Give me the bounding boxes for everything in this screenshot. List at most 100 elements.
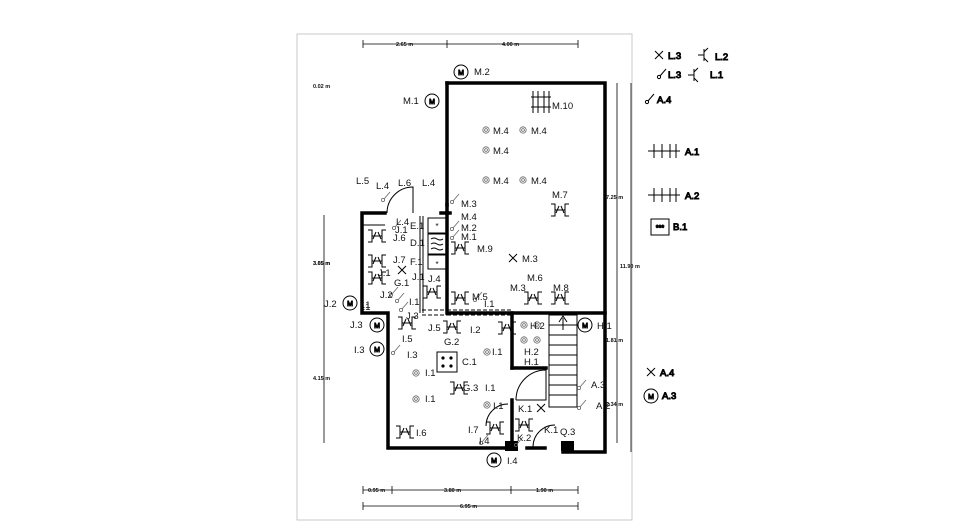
- fixture-label: I.1: [425, 368, 436, 379]
- fixture-label: I.1: [409, 297, 420, 308]
- fixture-label: J.6: [393, 233, 406, 244]
- svg-text:M: M: [429, 99, 435, 106]
- fixture-label: I.5: [402, 334, 413, 345]
- dim-left-lower: 4.15 m: [313, 376, 330, 382]
- fixture-label: J.2: [324, 299, 337, 310]
- fixture-label: I.1: [360, 302, 371, 313]
- svg-text:M: M: [491, 458, 497, 465]
- staircase: [548, 314, 578, 408]
- dim-left-upper-overlap: 3.05 m: [313, 261, 330, 267]
- fixture-label: J.5: [428, 323, 441, 334]
- fixture-label: H.2: [524, 347, 539, 358]
- dimension-lines: [323, 40, 632, 510]
- fixture-label: M.5: [472, 292, 488, 303]
- svg-text:***: ***: [656, 225, 664, 232]
- legend-l3-switch: L.3: [668, 70, 681, 81]
- fixture-label: I.7: [468, 425, 479, 436]
- legend-a2: A.2: [685, 191, 699, 202]
- dim-right-lower: 2.34 m: [606, 402, 623, 408]
- fixture-label: I.1: [360, 300, 371, 311]
- kitchen-appliances: * *: [427, 217, 458, 373]
- legend-l3-cross: L.3: [668, 51, 681, 62]
- fixture-label: K.1: [518, 404, 532, 415]
- legend-a3-motor: A.3: [662, 391, 676, 402]
- fixture-label: A.3: [591, 380, 605, 391]
- dimension-labels: 2.65 m 4.00 m 0.02 m 11.90 m 7.25 m 1.81…: [313, 42, 640, 510]
- fixture-label: J.1: [412, 272, 425, 283]
- dim-bottom-c: 1.90 m: [536, 488, 553, 494]
- fixture-label: I.1: [493, 401, 504, 412]
- fixture-label: M.10: [552, 101, 573, 112]
- fixture-label: M.4: [493, 146, 509, 157]
- fixture-label: M.3: [461, 199, 477, 210]
- fixture-label: M.4: [531, 176, 547, 187]
- dim-left-upper: 3.65 m: [313, 261, 330, 267]
- fixture-label: M.4: [531, 126, 547, 137]
- fixture-label: L.6: [398, 178, 411, 189]
- fixture-label: I.4: [479, 436, 490, 447]
- fixture-label: E.1: [410, 221, 424, 232]
- fixture-label: C.1: [462, 357, 477, 368]
- fixture-label: M.3: [510, 283, 526, 294]
- fixture-label: M.9: [477, 244, 493, 255]
- dim-corner: 0.02 m: [313, 84, 330, 90]
- fixture-label: M.6: [527, 273, 543, 284]
- fixture-label: L.5: [356, 176, 369, 187]
- legend-a4-switch: A.4: [657, 95, 671, 106]
- fixture-label: J.4: [428, 274, 441, 285]
- fixture-label: D.1: [410, 238, 425, 249]
- legend-a1: A.1: [685, 147, 699, 158]
- fixture-label: G.2: [444, 337, 459, 348]
- dim-right-mid: 1.81 m: [606, 338, 623, 344]
- fixture-label: A.2: [596, 401, 610, 412]
- fixture-label: I.2: [470, 325, 481, 336]
- svg-text:*: *: [435, 222, 438, 231]
- fixture-label: G.1: [394, 278, 409, 289]
- fixture-label: M.4: [461, 212, 477, 223]
- fixture-label: J.3: [406, 311, 419, 322]
- dim-right-total: 11.90 m: [620, 264, 640, 270]
- fixture-label: M.2: [461, 223, 477, 234]
- fixture-label: L.4: [376, 181, 389, 192]
- svg-text:M: M: [374, 347, 380, 354]
- dim-bottom-b: 3.80 m: [444, 488, 461, 494]
- fixture-label: Q.3: [560, 427, 575, 438]
- dim-right-upper: 7.25 m: [606, 195, 623, 201]
- fixture-label: K.1: [544, 425, 558, 436]
- fixture-label: J.1: [395, 225, 408, 236]
- legend-a4-cross: A.4: [660, 368, 674, 379]
- fixture-label: J.2: [380, 290, 393, 301]
- svg-text:M: M: [648, 394, 654, 401]
- fixture-label: G.3: [463, 383, 478, 394]
- dim-top-right: 4.00 m: [502, 42, 519, 48]
- fixture-label: M.2: [474, 67, 490, 78]
- doors: [386, 186, 556, 448]
- fixture-label: L.4: [422, 178, 435, 189]
- fixture-label: I.1: [484, 299, 495, 310]
- motor-symbols: M M M M M M M: [342, 64, 593, 468]
- fixture-label: M.3: [522, 254, 538, 265]
- fixture-label: L.4: [396, 217, 409, 228]
- fixture-label: M.1: [461, 232, 477, 243]
- legend-b1: B.1: [673, 222, 687, 233]
- legend-l1: L.1: [710, 70, 723, 81]
- fixture-label: H.1: [524, 357, 539, 368]
- fixture-label: M.4: [493, 176, 509, 187]
- dim-bottom-a: 0.95 m: [368, 488, 385, 494]
- fixture-label: J.3: [350, 320, 363, 331]
- fixture-label: M.7: [552, 190, 568, 201]
- legend: *** M L.3 L.2 L.3 L.1 A.4 A.1 A.2 B.1 A.…: [643, 47, 729, 404]
- fixture-label: J.7: [393, 255, 406, 266]
- fixture-label: I.6: [416, 428, 427, 439]
- fixture-label: M.1: [403, 96, 419, 107]
- fixture-label: M.4: [493, 126, 509, 137]
- walls: [360, 81, 607, 454]
- fixture-label: J.1: [378, 268, 391, 279]
- svg-text:M: M: [347, 301, 353, 308]
- sheet-border: [296, 33, 633, 521]
- fixture-label: I.1: [492, 347, 503, 358]
- fixture-label: H.2: [530, 321, 545, 332]
- fixture-label: K.2: [517, 433, 531, 444]
